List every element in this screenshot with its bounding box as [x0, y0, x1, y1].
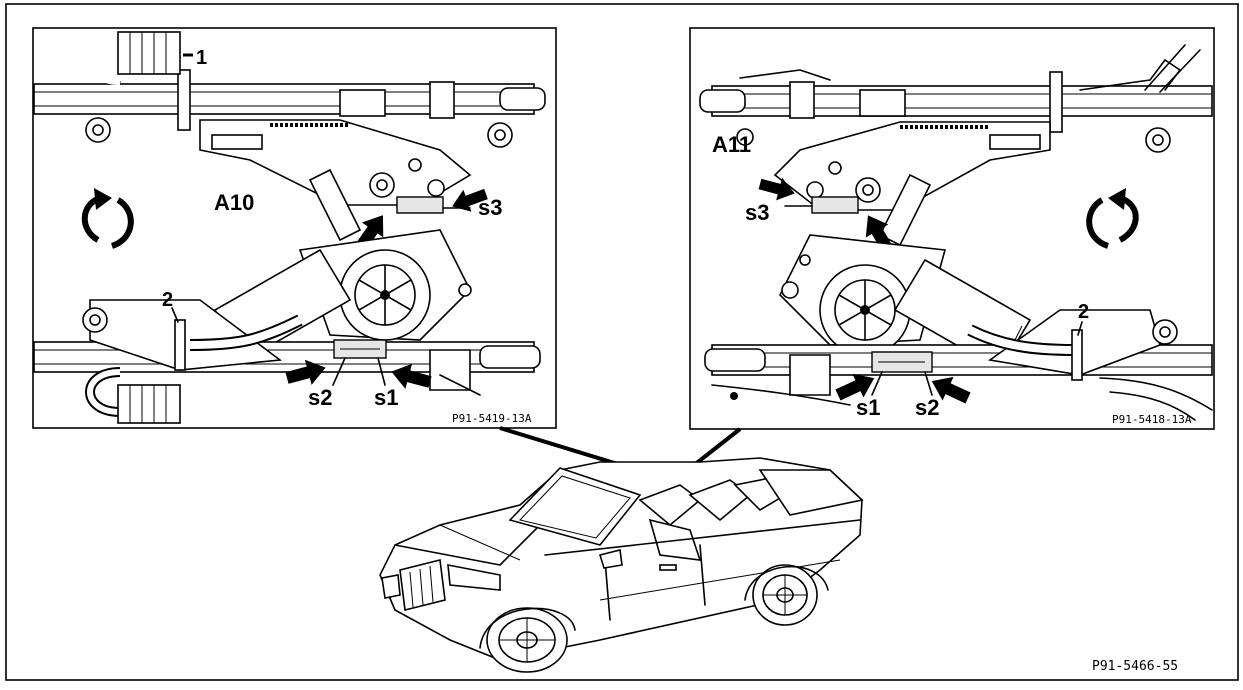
left-panel-code: P91-5419-13A: [452, 412, 532, 425]
right-callout-s1: s1: [856, 395, 880, 420]
left-upper-rail: [33, 69, 546, 131]
right-callout-2: 2: [1078, 301, 1089, 323]
rotate-clockwise-arrow-icon: [1086, 188, 1139, 249]
left-callout-s3: s3: [478, 195, 502, 220]
right-panel-code: P91-5418-13A: [1112, 413, 1192, 426]
figure-code: P91-5466-55: [1092, 659, 1178, 674]
left-lower-rail: [33, 299, 541, 396]
right-upper-linkage: [773, 121, 1051, 247]
right-callout-s2: s2: [915, 395, 939, 420]
left-unit-label: A10: [214, 190, 254, 215]
left-motor-assembly: [213, 229, 472, 362]
right-callout-s3: s3: [745, 200, 769, 225]
convertible-car-illustration: [379, 457, 864, 673]
right-lower-rail: [704, 309, 1213, 421]
right-switch-s3: [811, 196, 859, 214]
left-callout-1: 1: [196, 47, 207, 69]
left-connector-1: [87, 31, 193, 85]
left-callout-s2: s2: [308, 385, 332, 410]
left-callout-2: 2: [162, 289, 173, 311]
right-upper-rail: [699, 44, 1213, 133]
left-callout-s1: s1: [374, 385, 398, 410]
left-detail-panel: 1 s3 A10: [32, 27, 557, 429]
left-connector-bottom: [85, 367, 181, 424]
rotate-counterclockwise-arrow-icon: [81, 188, 134, 249]
outer-frame: [5, 3, 1239, 681]
left-switch-s3: [396, 196, 444, 214]
right-unit-label: A11: [712, 132, 751, 157]
right-detail-panel: s3 A11: [689, 27, 1215, 430]
